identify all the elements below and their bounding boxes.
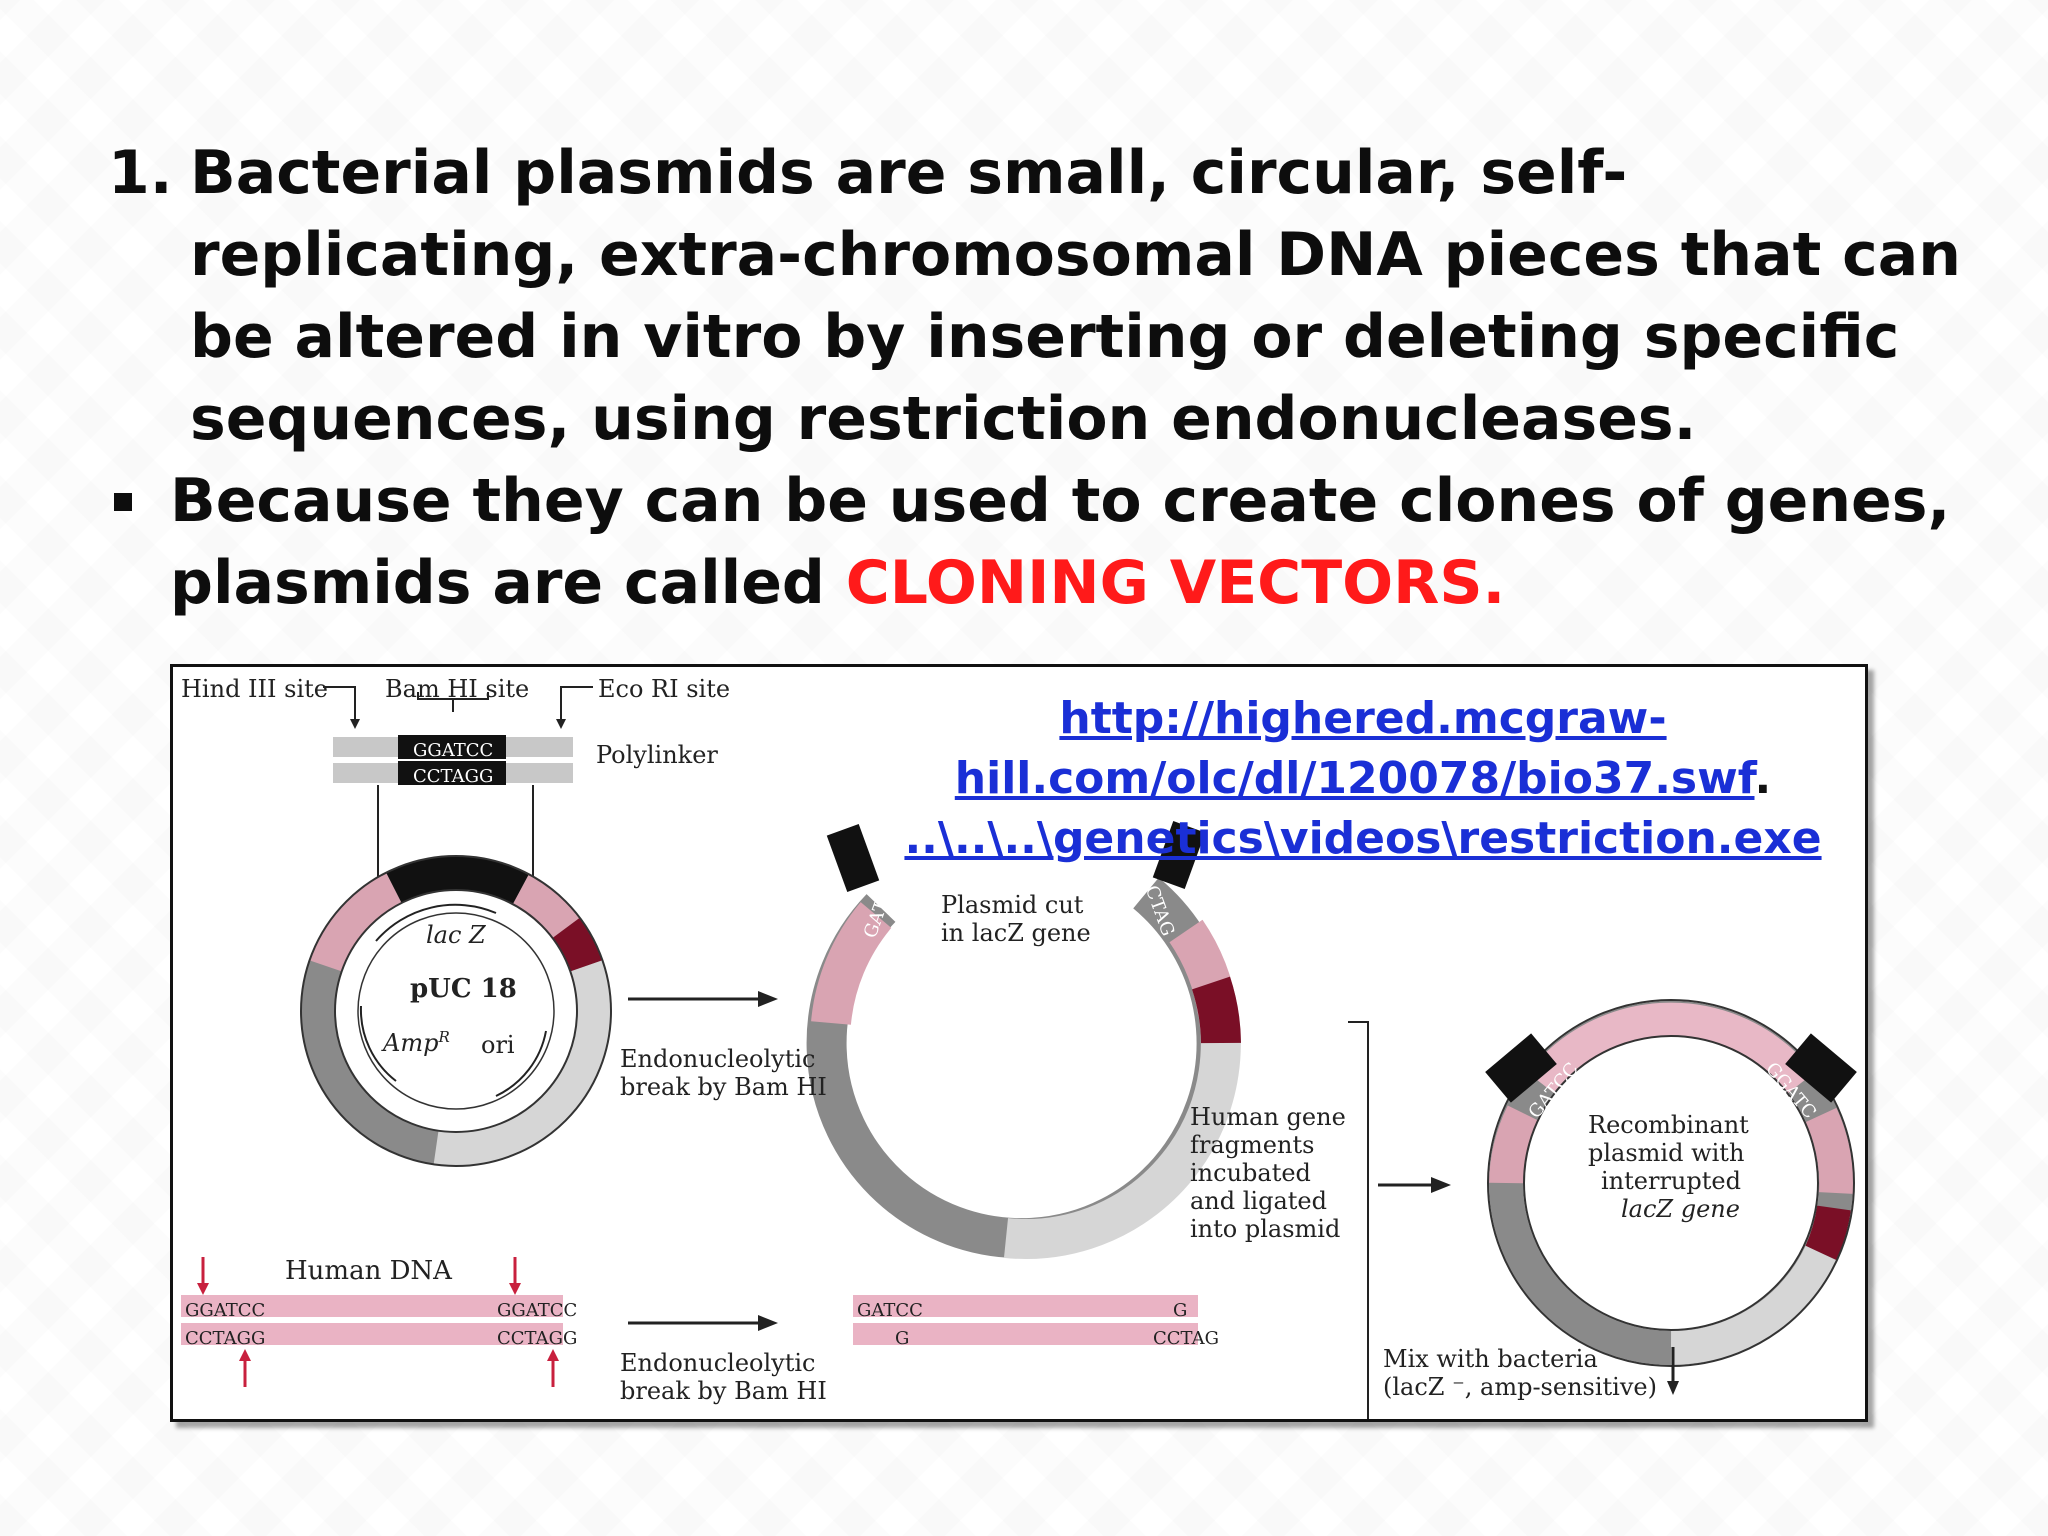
ori-label: ori <box>481 1031 515 1059</box>
polylinker-seq-box-bottom <box>398 761 506 785</box>
frag-right-bottom: CCTAG <box>1153 1328 1219 1349</box>
mcgraw-hill-link-part-1[interactable]: http://highered.mcgraw- <box>1059 693 1667 744</box>
figure-drawing <box>181 686 1857 1419</box>
item-line-1: Bacterial plasmids are small, circular, … <box>190 138 1628 208</box>
frag-left-bottom: G <box>895 1328 910 1349</box>
dna-right-bottom: CCTAGG <box>497 1328 578 1349</box>
human-dna-strand-bottom <box>181 1323 563 1345</box>
bracket <box>1348 1021 1369 1419</box>
recombinant-label-line-3: interrupted <box>1601 1167 1741 1195</box>
bullet-line-2-prefix: plasmids are called <box>170 548 846 618</box>
human-dna-label: Human DNA <box>285 1256 452 1286</box>
puc18-label: pUC 18 <box>410 974 517 1004</box>
lacz-label: lac Z <box>426 921 486 949</box>
bullet-line-2: plasmids are called CLONING VECTORS. <box>170 542 1505 624</box>
polylinker-seq-top: GGATCC <box>413 740 494 761</box>
recombinant-label-line-2: plasmid with <box>1588 1139 1745 1167</box>
dna-right-top: GGATCC <box>497 1300 578 1321</box>
mcgraw-hill-link-part-2[interactable]: hill.com/olc/dl/120078/bio37.swf <box>954 753 1755 804</box>
item-line-2: replicating, extra-chromosomal DNA piece… <box>190 220 1961 290</box>
dna-left-bottom: CCTAGG <box>185 1328 266 1349</box>
cloning-vectors-highlight: CLONING VECTORS. <box>845 548 1506 618</box>
polylinker-seq-box-top <box>398 735 506 759</box>
human-dna-strand-top <box>181 1295 563 1317</box>
fragment-strand-top <box>853 1295 1198 1317</box>
bam-site-label: Bam HI site <box>385 675 530 703</box>
bullet-line-1: Because they can be used to create clone… <box>170 466 1951 536</box>
puc18-plasmid <box>300 855 612 1167</box>
recombinant-label-line-1: Recombinant <box>1588 1111 1749 1139</box>
human-gene-label-line-4: and ligated <box>1190 1187 1327 1215</box>
plasmid-cut-label-line-1: Plasmid cut <box>941 891 1084 919</box>
item-line-3: be altered in vitro by inserting or dele… <box>190 302 1900 372</box>
endo-break-label-1-line-1: Endonucleolytic <box>620 1045 816 1073</box>
reference-links: http://highered.mcgraw- hill.com/olc/dl/… <box>893 689 1833 869</box>
human-gene-label-line-3: incubated <box>1190 1159 1311 1187</box>
eco-site-label: Eco RI site <box>598 675 731 703</box>
mix-bacteria-label-line-2: (lacZ ⁻, amp-sensitive) <box>1383 1373 1657 1401</box>
human-gene-label-line-2: fragments <box>1190 1131 1315 1159</box>
recombinant-plasmid <box>1485 999 1857 1367</box>
frag-right-top: G <box>1173 1300 1188 1321</box>
bullet-square-icon <box>114 493 132 511</box>
endo-break-label-2-line-1: Endonucleolytic <box>620 1349 816 1377</box>
human-gene-label-line-1: Human gene <box>1190 1103 1346 1131</box>
item-line-4: sequences, using restriction endonucleas… <box>190 384 1697 454</box>
human-gene-label-line-5: into plasmid <box>1190 1215 1341 1243</box>
dna-left-top: GGATCC <box>185 1300 266 1321</box>
recombinant-label-line-4: lacZ gene <box>1621 1195 1740 1223</box>
endo-break-label-1-line-2: break by Bam HI <box>620 1073 827 1101</box>
mix-bacteria-label-line-1: Mix with bacteria <box>1383 1345 1598 1373</box>
endo-break-label-2-line-2: break by Bam HI <box>620 1377 827 1405</box>
plasmid-cloning-figure: Hind III site Bam HI site Eco RI site GG… <box>170 664 1868 1422</box>
amp-label: AmpR <box>383 1028 450 1057</box>
link-trailing-period: . <box>1754 753 1772 804</box>
hind-site-label: Hind III site <box>181 675 328 703</box>
polylinker-label: Polylinker <box>596 741 718 769</box>
item-number: 1. <box>108 138 173 208</box>
cut-plasmid <box>806 820 1241 1259</box>
frag-left-top: GATCC <box>857 1300 923 1321</box>
plasmid-cut-label-line-2: in lacZ gene <box>941 919 1091 947</box>
polylinker-seq-bottom: CCTAGG <box>413 766 494 787</box>
fragment-strand-bottom <box>853 1323 1198 1345</box>
restriction-video-link[interactable]: ..\..\..\genetics\videos\restriction.exe <box>904 813 1822 864</box>
